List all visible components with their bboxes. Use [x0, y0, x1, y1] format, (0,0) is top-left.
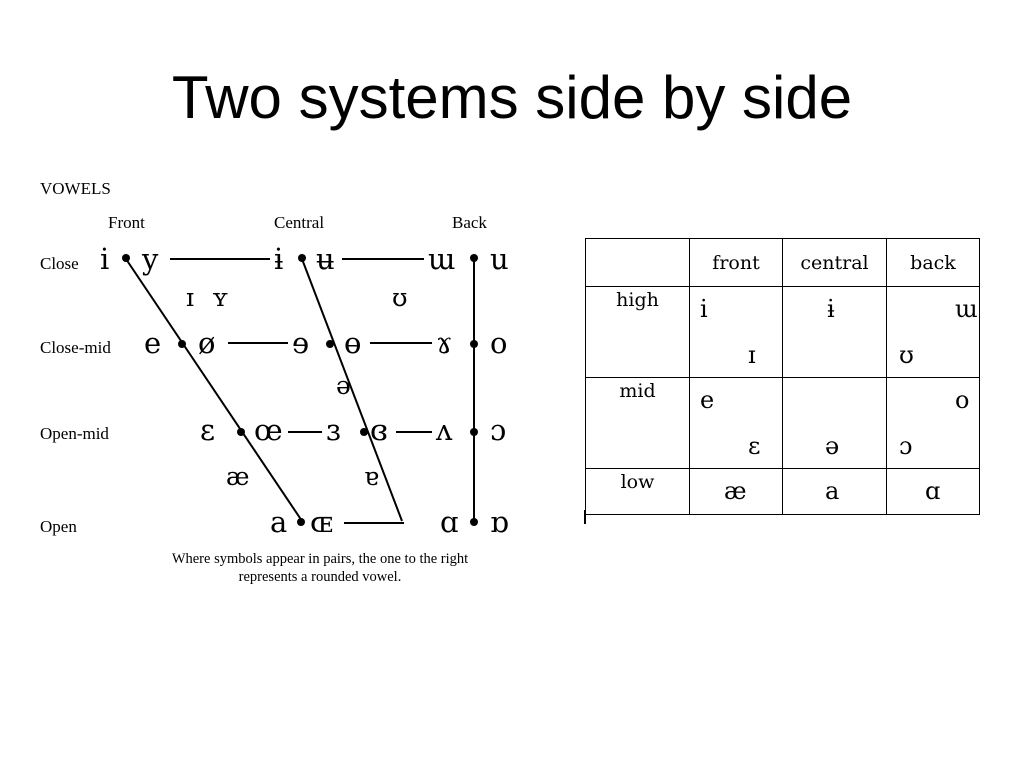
vowel-close-mid-central-unrounded: ɘ	[292, 326, 309, 360]
vowel-near-close-front-rounded: ʏ	[212, 283, 228, 312]
vowel-close-mid-back-unrounded: ɤ	[436, 326, 452, 360]
vowel-open-mid-back-unrounded: ʌ	[435, 413, 453, 447]
vowel-open-mid-central-rounded: ɞ	[370, 413, 388, 447]
row-label-open-mid: Open-mid	[40, 424, 109, 443]
caption-line: Where symbols appear in pairs, the one t…	[171, 551, 469, 567]
table-border-stub	[584, 510, 586, 524]
vowel-high-front-lax: ɪ	[748, 341, 756, 369]
chart-caption: Where symbols appear in pairs, the one t…	[120, 550, 520, 586]
vowel-dot	[360, 428, 368, 436]
chart-lines	[125, 258, 475, 524]
vowel-dot	[326, 340, 334, 348]
column-label-central: Central	[274, 213, 324, 232]
vowel-open-back-unrounded: ɑ	[440, 505, 459, 539]
ipa-vowel-chart: VOWELS Front Central Back Close Close-mi…	[40, 179, 509, 539]
vowel-mid-central: ə	[336, 371, 351, 400]
table-row: mid e ɛ ə o ɔ	[585, 377, 980, 469]
row-label-mid: mid	[585, 377, 690, 469]
column-label-back: Back	[452, 213, 487, 232]
vowel-mid-back-tense: o	[955, 386, 970, 414]
vowel-near-close-front-unrounded: ɪ	[186, 283, 194, 312]
table-cell: ɑ	[886, 468, 980, 515]
column-header-front: front	[689, 238, 783, 287]
table-cell: ə	[782, 377, 887, 469]
vowel-open-mid-back-rounded: ɔ	[490, 413, 506, 447]
vowel-open-mid-front-rounded: œ	[254, 413, 283, 447]
vowel-near-open-central: ɐ	[364, 462, 379, 491]
table-cell: ɯ ʊ	[886, 286, 980, 378]
vowel-dot	[298, 254, 306, 262]
table-row: high i ɪ ɨ ɯ ʊ	[585, 286, 980, 378]
row-label-low: low	[585, 468, 690, 515]
vowel-dot	[297, 518, 305, 526]
vowel-open-mid-central-unrounded: ɜ	[326, 413, 341, 447]
row-label-close-mid: Close-mid	[40, 338, 111, 357]
chart-dots	[122, 254, 478, 526]
vowel-close-front-unrounded: i	[100, 242, 109, 276]
vowel-dot	[470, 428, 478, 436]
table-cell: o ɔ	[886, 377, 980, 469]
table-cell: i ɪ	[689, 286, 783, 378]
vowel-dot	[470, 254, 478, 262]
table-cell: æ	[689, 468, 783, 515]
vowel-mid-central: ə	[825, 432, 840, 460]
vowel-open-front-rounded: ɶ	[310, 505, 333, 539]
vowel-near-open-front: æ	[226, 462, 250, 491]
vowel-dot	[470, 340, 478, 348]
row-label-open: Open	[40, 517, 77, 536]
vowel-close-mid-central-rounded: ɵ	[344, 326, 361, 360]
table-header-row: front central back	[585, 238, 980, 287]
front-diagonal-line	[125, 258, 303, 522]
column-label-front: Front	[108, 213, 145, 232]
table-cell: ɨ	[782, 286, 887, 378]
vowel-high-back-tense: ɯ	[955, 295, 978, 323]
column-header-central: central	[782, 238, 887, 287]
vowel-low-back: ɑ	[925, 477, 941, 505]
vowel-close-back-rounded: u	[490, 242, 509, 276]
table-row: low æ a ɑ	[585, 468, 980, 515]
vowel-close-mid-front-rounded: ø	[198, 326, 215, 360]
vowel-open-back-rounded: ɒ	[490, 505, 509, 539]
caption-line: represents a rounded vowel.	[238, 569, 402, 585]
vowel-close-mid-back-rounded: o	[490, 326, 507, 360]
vowel-high-front-tense: i	[700, 295, 708, 323]
vowel-open-mid-front-unrounded: ɛ	[200, 413, 215, 447]
vowel-dot	[122, 254, 130, 262]
column-header-back: back	[886, 238, 980, 287]
vowel-near-close-back-rounded: ʊ	[392, 283, 408, 312]
vowel-dot	[178, 340, 186, 348]
vowel-dot	[470, 518, 478, 526]
vowel-close-central-unrounded: ɨ	[274, 242, 283, 276]
row-label-high: high	[585, 286, 690, 378]
chart-heading: VOWELS	[40, 179, 111, 198]
vowel-open-front-unrounded: a	[270, 505, 287, 539]
vowel-low-central: a	[825, 477, 840, 505]
vowel-mid-front-tense: e	[700, 386, 715, 414]
central-diagonal-line	[301, 258, 403, 522]
table-corner-cell	[585, 238, 690, 287]
row-label-close: Close	[40, 254, 79, 273]
vowel-high-back-lax: ʊ	[899, 341, 914, 369]
vowel-close-central-rounded: ʉ	[316, 242, 335, 276]
slide-title: Two systems side by side	[171, 64, 853, 131]
vowel-mid-front-lax: ɛ	[748, 432, 761, 460]
simplified-vowel-table: front central back high i ɪ ɨ ɯ ʊ mid e …	[585, 238, 980, 515]
vowel-close-front-rounded: y	[141, 242, 159, 276]
vowel-close-back-unrounded: ɯ	[428, 242, 456, 276]
vowel-mid-back-lax: ɔ	[899, 432, 913, 460]
table-cell: a	[782, 468, 887, 515]
vowel-dot	[237, 428, 245, 436]
vowel-close-mid-front-unrounded: e	[144, 326, 161, 360]
vowel-high-central: ɨ	[827, 295, 835, 323]
table-cell: e ɛ	[689, 377, 783, 469]
vowel-low-front: æ	[724, 477, 747, 505]
